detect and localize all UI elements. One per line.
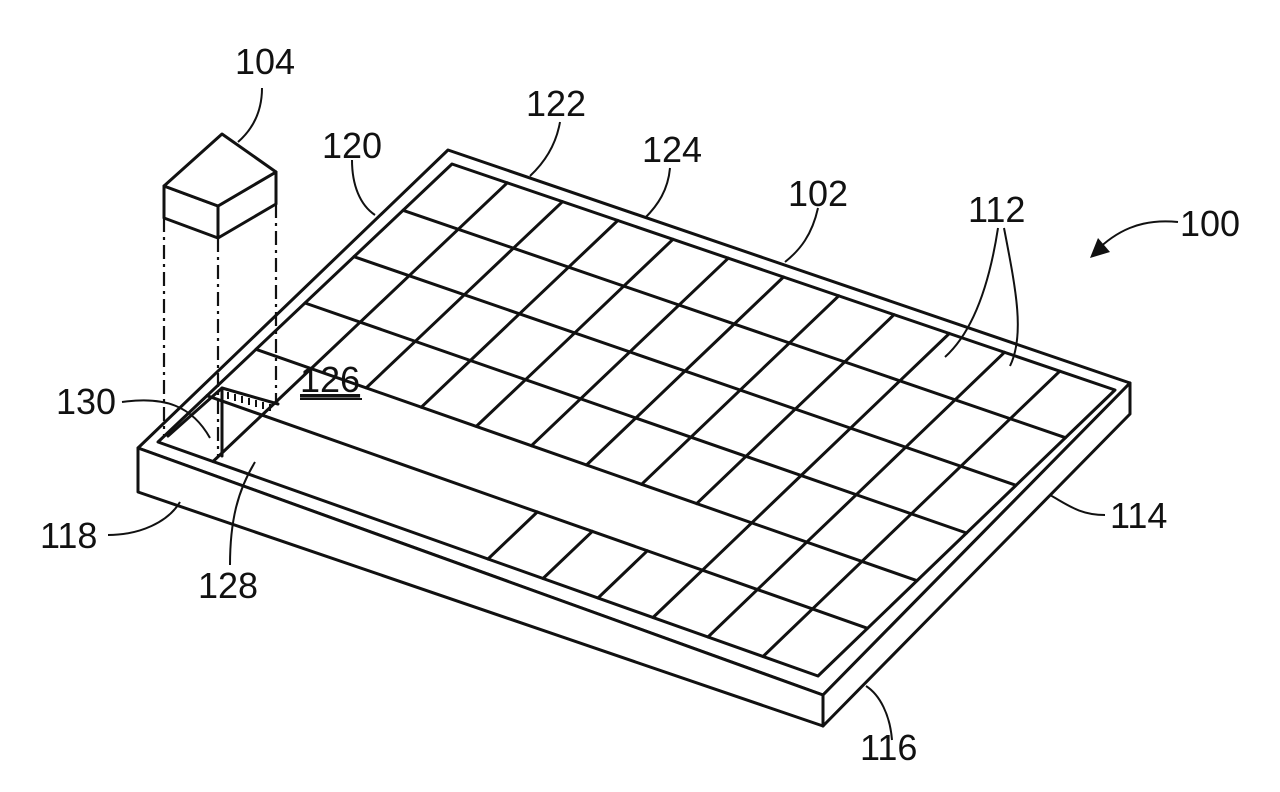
cell-column-divider xyxy=(744,407,797,458)
cell-column-divider xyxy=(462,246,515,297)
cell-column-divider xyxy=(849,379,902,430)
leader-122 xyxy=(529,121,561,177)
component-104-top xyxy=(162,132,278,208)
cell-column-divider xyxy=(468,312,521,362)
cell-column-divider xyxy=(860,512,913,563)
label-118: 118 xyxy=(40,515,97,556)
cell-column-divider xyxy=(761,607,814,658)
cell-column-divider xyxy=(959,417,1012,468)
component-104 xyxy=(162,132,278,240)
label-100: 100 xyxy=(1180,203,1240,244)
leader-102 xyxy=(784,207,819,263)
cell-column-divider xyxy=(596,549,649,600)
label-102: 102 xyxy=(788,173,848,214)
label-126: 126 xyxy=(300,359,360,400)
cell-column-divider xyxy=(732,275,785,326)
cell-column-divider xyxy=(567,219,620,269)
cell-column-divider xyxy=(651,568,704,619)
cell-column-divider xyxy=(628,303,681,354)
cell-column-divider xyxy=(407,227,460,278)
cell-column-divider xyxy=(640,435,693,486)
projection-lines xyxy=(162,204,278,456)
reference-labels: 104 120 122 124 102 112 100 126 130 118 … xyxy=(40,41,1240,768)
cell-column-divider xyxy=(511,200,564,250)
label-122: 122 xyxy=(526,83,586,124)
cell-column-divider xyxy=(904,398,957,449)
cell-column-divider xyxy=(755,540,809,592)
cell-column-divider xyxy=(683,322,736,373)
leader-128 xyxy=(229,461,256,566)
cell-column-divider xyxy=(456,181,509,231)
cell-column-divider xyxy=(854,445,908,497)
cell-column-divider xyxy=(358,274,411,324)
cell-column-divider xyxy=(805,493,858,544)
label-114: 114 xyxy=(1110,495,1167,536)
tray-base xyxy=(136,148,1132,728)
label-124: 124 xyxy=(642,129,702,170)
cell-column-divider xyxy=(706,588,759,639)
cell-column-divider xyxy=(811,559,864,611)
cell-grid xyxy=(205,181,1067,658)
label-116: 116 xyxy=(860,727,917,768)
cell-column-divider xyxy=(529,397,583,448)
cell-column-divider xyxy=(585,416,638,467)
cell-column-divider xyxy=(419,359,472,409)
leader-100 xyxy=(1094,220,1179,253)
cell-column-divider xyxy=(953,350,1006,402)
cell-column-divider xyxy=(799,426,852,477)
cell-column-divider xyxy=(579,350,632,401)
cell-column-divider xyxy=(738,341,791,392)
cell-column-divider xyxy=(518,265,571,316)
leader-120 xyxy=(351,159,376,216)
cell-column-divider xyxy=(843,313,896,364)
cell-column-divider xyxy=(750,474,803,525)
cell-column-divider xyxy=(898,332,951,383)
cell-column-divider xyxy=(909,464,963,516)
leader-118 xyxy=(107,501,181,536)
cell-column-divider xyxy=(793,360,847,411)
cell-column-divider xyxy=(413,293,466,343)
pocket-126 xyxy=(166,386,280,458)
leader-124 xyxy=(644,167,671,219)
cell-column-divider xyxy=(634,369,687,420)
label-104: 104 xyxy=(235,41,295,82)
cell-column-divider xyxy=(573,284,626,335)
label-112: 112 xyxy=(968,189,1025,230)
label-128: 128 xyxy=(198,565,258,606)
tray-right-face xyxy=(821,381,1132,728)
leader-112b xyxy=(1003,227,1019,367)
cell-column-divider xyxy=(309,320,362,371)
cell-column-divider xyxy=(524,331,577,382)
leader-112a xyxy=(944,227,999,358)
cell-column-divider xyxy=(677,256,730,307)
cell-column-divider xyxy=(541,529,594,580)
cell-column-divider xyxy=(689,388,742,439)
cell-column-divider xyxy=(695,454,748,506)
cell-column-divider xyxy=(622,237,675,288)
label-130: 130 xyxy=(56,381,116,422)
leader-114 xyxy=(1049,494,1106,516)
cell-column-divider xyxy=(788,294,841,345)
cell-column-divider xyxy=(364,339,417,390)
pocket-hatching xyxy=(227,392,271,411)
cell-column-divider xyxy=(474,378,527,428)
leader-104 xyxy=(237,87,263,143)
cell-column-divider xyxy=(700,521,754,572)
cell-column-divider xyxy=(1008,369,1062,421)
label-120: 120 xyxy=(322,125,382,166)
leader-116 xyxy=(865,685,893,741)
leader-130 xyxy=(121,399,211,439)
arrowhead-100 xyxy=(1090,238,1110,258)
cell-column-divider xyxy=(486,510,539,561)
leader-lines xyxy=(107,87,1179,741)
